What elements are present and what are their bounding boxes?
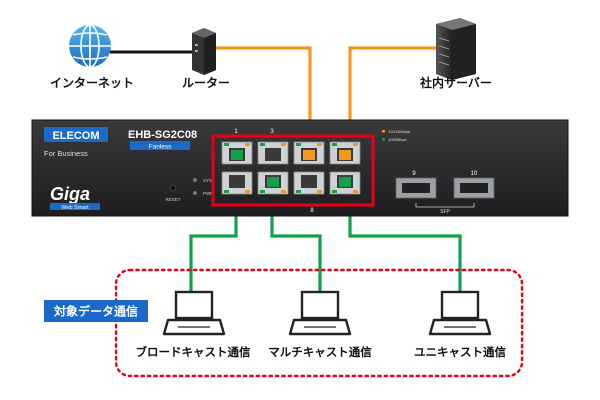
plug-green-4 bbox=[267, 177, 279, 187]
plug-orange-server bbox=[339, 150, 351, 160]
internet-label: インターネット bbox=[50, 76, 134, 90]
plug-green-8 bbox=[339, 177, 351, 187]
network-switch: ELECOM For Business EHB-SG2C08 Fanless G… bbox=[31, 119, 569, 217]
switch-chassis bbox=[31, 119, 569, 217]
sys-led bbox=[193, 178, 197, 182]
fanless-text: Fanless bbox=[149, 144, 173, 151]
plug-green-1 bbox=[231, 150, 243, 160]
client-label-unicast: ユニキャスト通信 bbox=[414, 345, 506, 359]
web-smart-text: Web Smart bbox=[61, 205, 89, 211]
port-label-3: 3 bbox=[270, 129, 274, 135]
server-label: 社内サーバー bbox=[419, 75, 492, 90]
sys-label: SYS bbox=[203, 178, 212, 183]
sfp-bracket bbox=[415, 203, 475, 208]
laptop-icon bbox=[162, 290, 226, 336]
port-label-1: 1 bbox=[234, 129, 238, 135]
sfp-port-label-9: 9 bbox=[412, 171, 416, 177]
model-name: EHB-SG2C08 bbox=[128, 129, 197, 141]
legend-100mbps: 10/100Mbps bbox=[388, 129, 410, 134]
sfp-port-10[interactable] bbox=[453, 177, 495, 199]
giga-logo: Giga bbox=[50, 184, 90, 204]
plug-orange-router bbox=[303, 150, 315, 160]
router-icon bbox=[192, 28, 216, 75]
server-icon bbox=[436, 18, 476, 80]
rj45-port-3[interactable] bbox=[257, 141, 289, 165]
fanless-badge bbox=[130, 141, 190, 150]
sfp-label: SFP bbox=[440, 209, 450, 215]
sfp-port-label-10: 10 bbox=[471, 171, 478, 177]
legend-1000mbps: 1000Mbps bbox=[388, 137, 407, 142]
client-label-broadcast: ブロードキャスト通信 bbox=[136, 345, 251, 359]
laptop-icon bbox=[288, 290, 352, 336]
target-badge-label: 対象データ通信 bbox=[53, 304, 138, 319]
elecom-brand: ELECOM bbox=[52, 130, 99, 142]
reset-button[interactable] bbox=[169, 184, 177, 192]
globe-icon bbox=[69, 24, 111, 68]
port-group-frame bbox=[211, 134, 375, 207]
target-group-frame bbox=[114, 268, 524, 378]
elecom-logo bbox=[44, 127, 108, 142]
sfp-port-9[interactable] bbox=[395, 177, 437, 199]
for-business-text: For Business bbox=[44, 149, 88, 158]
router-label: ルーター bbox=[182, 76, 230, 90]
pwr-label: PWR bbox=[203, 191, 214, 196]
rj45-port-6[interactable] bbox=[293, 171, 325, 195]
pwr-led bbox=[193, 191, 197, 195]
target-badge bbox=[44, 300, 148, 322]
client-label-multicast: マルチキャスト通信 bbox=[268, 345, 372, 359]
reset-label: RESET bbox=[165, 197, 180, 202]
laptop-icon bbox=[428, 290, 492, 336]
port-label-8: 8 bbox=[310, 208, 314, 214]
rj45-port-2[interactable] bbox=[221, 171, 253, 195]
